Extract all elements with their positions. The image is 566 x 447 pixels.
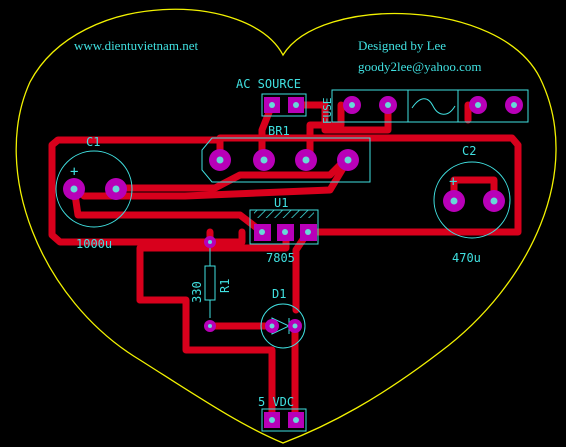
c2-polarity: + <box>449 174 457 190</box>
pads <box>63 96 523 428</box>
designer-text: Designed by Lee <box>358 38 446 53</box>
u1-label: U1 <box>274 196 288 210</box>
c1-polarity: + <box>70 164 78 180</box>
silkscreen <box>55 89 529 432</box>
r1-label: R1 <box>218 279 232 293</box>
c1-value: 1000u <box>76 237 112 251</box>
u1-value: 7805 <box>266 251 295 265</box>
ac-source-outline <box>261 93 307 117</box>
bridge-label: BR1 <box>268 124 290 138</box>
email-text: goody2lee@yahoo.com <box>358 59 482 74</box>
c2-outline <box>433 161 511 239</box>
output-label: 5 VDC <box>258 395 294 409</box>
trace-c1-pos <box>70 184 266 236</box>
trace-right-loop <box>216 134 522 236</box>
d1-label: D1 <box>272 287 286 301</box>
bridge-outline <box>201 137 371 183</box>
fuse-wave <box>411 98 456 115</box>
c2-value: 470u <box>452 251 481 265</box>
c1-outline <box>55 150 133 228</box>
c2-label: C2 <box>462 144 476 158</box>
d1-outline <box>260 303 306 349</box>
trace-left-return <box>136 296 276 422</box>
fuse-label: FUSE <box>321 98 334 125</box>
output-outline <box>261 408 307 432</box>
ac-source-label: AC SOURCE <box>236 77 301 91</box>
trace-c1-neg <box>114 156 349 192</box>
fuse-outline <box>331 89 529 123</box>
trace-bridge-plus <box>80 156 352 200</box>
website-text: www.dientuvietnam.net <box>74 38 198 53</box>
board-outline <box>15 8 557 444</box>
c1-label: C1 <box>86 135 100 149</box>
r1-value: 330 <box>190 281 204 303</box>
